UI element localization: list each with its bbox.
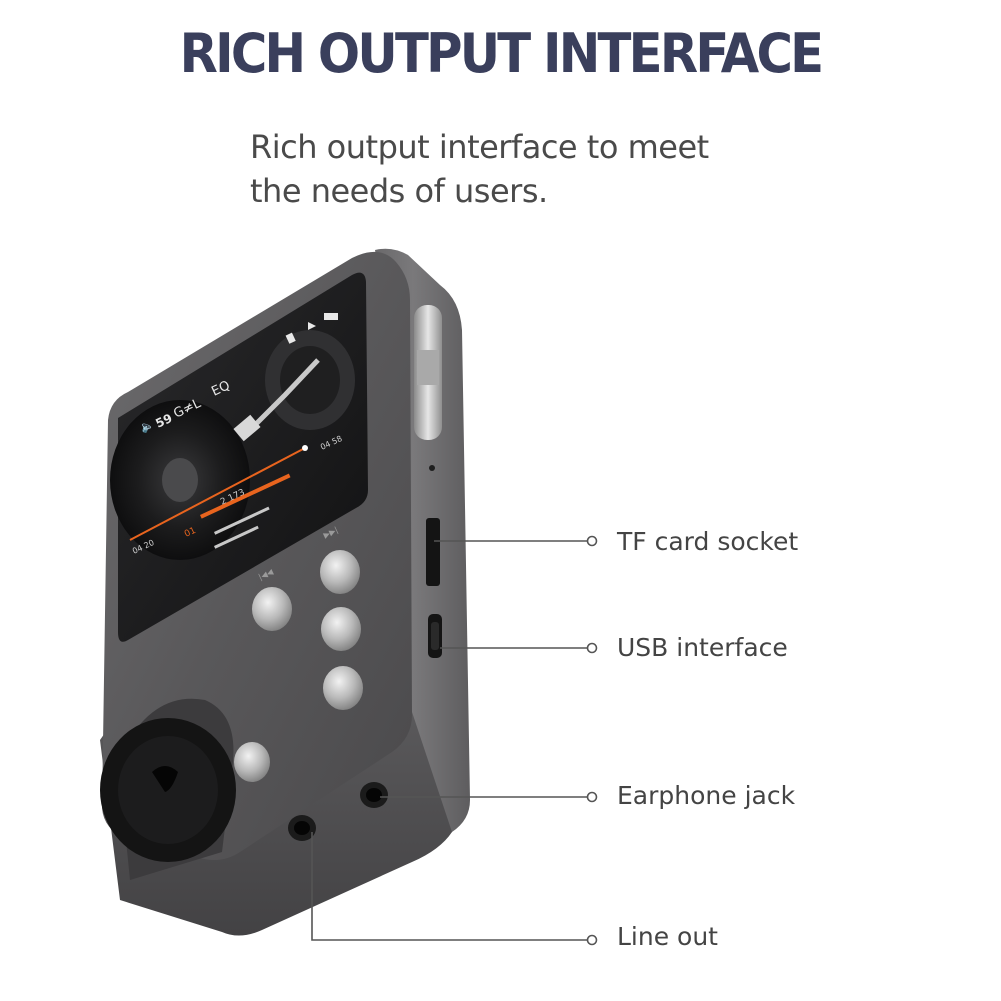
side-controls <box>288 305 442 841</box>
tf-card-socket-label: TF card socket <box>617 527 799 556</box>
front-buttons: |◀◀ ▶▶| <box>234 525 363 782</box>
sd-card-icon <box>285 332 296 344</box>
tonearm-graphic <box>248 358 320 432</box>
previous-track-button[interactable] <box>252 587 292 631</box>
line-out-label: Line out <box>617 922 718 951</box>
reset-pinhole[interactable] <box>429 465 435 471</box>
callout-dots <box>586 535 598 946</box>
volume-readout: 59 <box>153 411 174 431</box>
knob-grip-notch <box>152 766 178 792</box>
svg-text:🔈: 🔈 <box>138 417 156 435</box>
volume-knob[interactable] <box>100 698 236 880</box>
battery-icon <box>324 313 338 320</box>
next-track-button[interactable] <box>320 550 360 594</box>
page-subtitle: Rich output interface to meet the needs … <box>250 125 770 213</box>
tf-card-slot[interactable] <box>426 518 440 586</box>
track-number: 01 <box>183 526 198 540</box>
subtitle-line-1: Rich output interface to meet <box>250 128 709 166</box>
play-indicator-icon <box>308 322 316 330</box>
back-button[interactable] <box>323 666 363 710</box>
menu-button[interactable] <box>321 607 361 651</box>
earphone-jack-label: Earphone jack <box>617 781 796 810</box>
subtitle-line-2: the needs of users. <box>250 172 548 210</box>
usb-interface-label: USB interface <box>617 633 788 662</box>
eq-readout: EQ <box>209 378 232 399</box>
callout-lines <box>311 540 588 941</box>
device-screen: 🔈 59 G≠L EQ 2 173 01 04 20 04 58 <box>110 272 368 642</box>
play-pause-button[interactable] <box>234 742 270 782</box>
page-title: RICH OUTPUT INTERFACE <box>179 22 825 85</box>
